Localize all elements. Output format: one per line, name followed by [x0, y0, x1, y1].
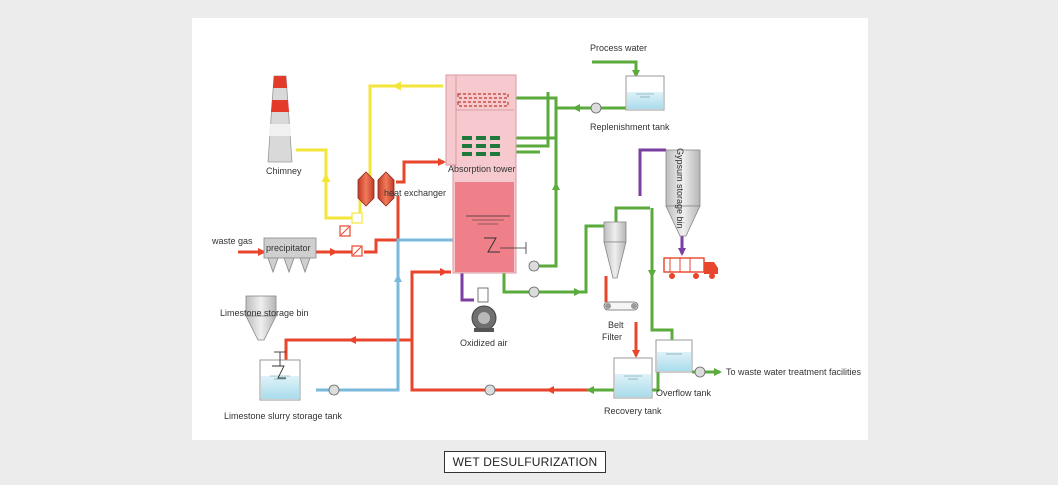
pump-limestone — [328, 384, 340, 396]
process-flow-diagram: Process water Replenishment tank Chimney… — [211, 43, 862, 421]
clean-gas-line-up — [368, 84, 443, 182]
truck-icon — [663, 257, 718, 279]
label-limestone-storage-bin: Limestone storage bin — [220, 308, 309, 318]
label-oxidized-air: Oxidized air — [460, 338, 508, 348]
tower-bottom-to-filter — [502, 224, 604, 294]
spray-coils-top — [457, 93, 509, 107]
pump-overflow — [694, 366, 706, 378]
limestone-storage-bin — [245, 295, 277, 341]
label-process-water: Process water — [590, 43, 647, 53]
slurry-to-limestone-line — [284, 338, 412, 374]
diagram-panel — [192, 18, 868, 440]
oxidation-blower — [471, 287, 497, 332]
label-limestone-slurry-tank: Limestone slurry storage tank — [224, 411, 343, 421]
fitting-1 — [339, 225, 351, 237]
replenishment-line — [516, 96, 626, 110]
gypsum-line — [638, 148, 666, 196]
label-precipitator: precipitator — [266, 243, 311, 253]
overflow-tank — [655, 339, 693, 373]
flue-gas-line-3 — [396, 158, 446, 184]
oxidized-air-line — [460, 272, 474, 302]
chimney — [267, 75, 293, 163]
label-gypsum-storage-bin: Gypsum storage bin — [675, 148, 685, 229]
pump-tower-1 — [528, 260, 540, 272]
fitting-3 — [351, 212, 363, 224]
replenishment-tank — [625, 75, 665, 111]
hydrocyclone — [603, 221, 627, 279]
recovery-tank — [613, 357, 653, 399]
clean-gas-line-chimney — [296, 148, 348, 220]
spray-nozzles — [462, 136, 500, 156]
pump-recovery — [484, 384, 496, 396]
limestone-slurry-tank — [259, 351, 301, 401]
slurry-return-arrow — [410, 268, 448, 300]
limestone-slurry-line — [316, 238, 454, 392]
label-replenishment-tank: Replenishment tank — [590, 122, 670, 132]
recovery-green-line — [650, 208, 674, 340]
slurry-return-line — [410, 270, 614, 392]
pump-tower-2 — [528, 286, 540, 298]
pump-replenishment — [590, 102, 602, 114]
absorption-tower — [445, 74, 527, 274]
precipitator — [263, 237, 317, 274]
label-recovery-tank: Recovery tank — [604, 406, 662, 416]
label-absorption-tower: Absorption tower — [448, 164, 516, 174]
label-waste-gas: waste gas — [211, 236, 253, 246]
gypsum-storage-bin — [665, 149, 701, 237]
belt-filter — [603, 301, 639, 311]
label-belt: Belt — [608, 320, 624, 330]
heat-exchanger — [357, 171, 395, 207]
diagram-caption: WET DESULFURIZATION — [444, 451, 606, 473]
label-filter: Filter — [602, 332, 622, 342]
label-heat-exchanger: heat exchanger — [384, 188, 446, 198]
label-to-waste-water: To waste water treatment facilities — [726, 367, 862, 377]
fitting-2 — [351, 245, 363, 257]
label-overflow-tank: Overflow tank — [656, 388, 712, 398]
flue-gas-line-2 — [364, 196, 400, 254]
spray-header-1 — [516, 98, 558, 140]
process-water-inlet — [592, 60, 640, 78]
label-chimney: Chimney — [266, 166, 302, 176]
spray-header-2 — [516, 92, 550, 148]
spray-riser — [532, 138, 558, 268]
filter-to-bin-line — [614, 206, 650, 226]
